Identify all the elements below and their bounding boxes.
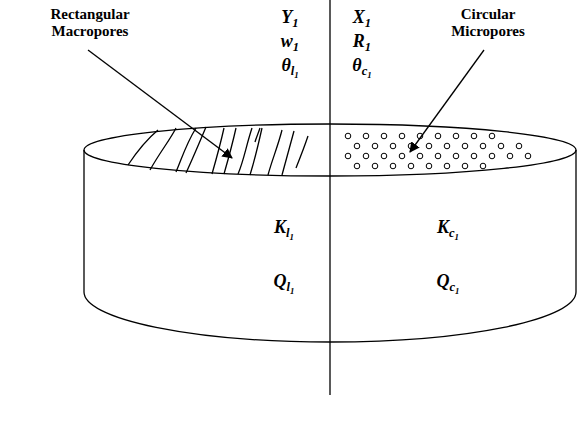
micropore: [489, 153, 495, 159]
micropore: [426, 143, 432, 149]
leader-arrow: [410, 50, 484, 152]
symbol-label: R1: [353, 32, 371, 52]
symbol-label: Kl1: [274, 218, 294, 238]
micropore: [480, 163, 486, 169]
micropore: [363, 133, 369, 139]
cylinder-side: [83, 150, 84, 292]
micropore: [444, 143, 450, 149]
symbol-label: θc1: [352, 56, 371, 76]
callout-label: Circular Micropores: [428, 6, 548, 39]
cylinder-side: [575, 150, 576, 292]
micropores: [345, 133, 531, 169]
micropore: [435, 133, 441, 139]
symbol-label: w1: [281, 32, 299, 52]
micropore: [399, 133, 405, 139]
micropore: [516, 143, 522, 149]
micropore: [507, 153, 513, 159]
symbol-label: Ql1: [274, 272, 295, 292]
micropore: [462, 143, 468, 149]
micropore: [345, 133, 351, 139]
micropore: [390, 163, 396, 169]
micropore: [345, 153, 351, 159]
micropore: [480, 143, 486, 149]
micropore: [444, 163, 450, 169]
symbol-label: Qc1: [437, 272, 460, 292]
micropore: [381, 133, 387, 139]
callout-label: Rectangular Macropores: [25, 6, 155, 39]
micropore: [381, 153, 387, 159]
micropore: [354, 163, 360, 169]
micropore: [363, 153, 369, 159]
micropore: [408, 163, 414, 169]
micropore: [453, 133, 459, 139]
micropore: [462, 163, 468, 169]
macropores: [128, 127, 308, 175]
micropore: [453, 153, 459, 159]
micropore: [390, 143, 396, 149]
leader-arrow: [88, 50, 232, 158]
symbol-label: θl1: [281, 56, 298, 76]
micropore: [354, 143, 360, 149]
symbol-label: Y1: [281, 8, 298, 28]
micropore: [372, 143, 378, 149]
micropore: [399, 153, 405, 159]
divider-line: [329, 0, 330, 395]
micropore: [435, 153, 441, 159]
micropore: [372, 163, 378, 169]
micropore: [471, 133, 477, 139]
symbol-label: Kc1: [437, 218, 459, 238]
micropore: [498, 143, 504, 149]
micropore: [489, 133, 495, 139]
micropore: [525, 153, 531, 159]
micropore: [471, 153, 477, 159]
micropore: [426, 163, 432, 169]
micropore: [417, 153, 423, 159]
symbol-label: X1: [353, 8, 371, 28]
